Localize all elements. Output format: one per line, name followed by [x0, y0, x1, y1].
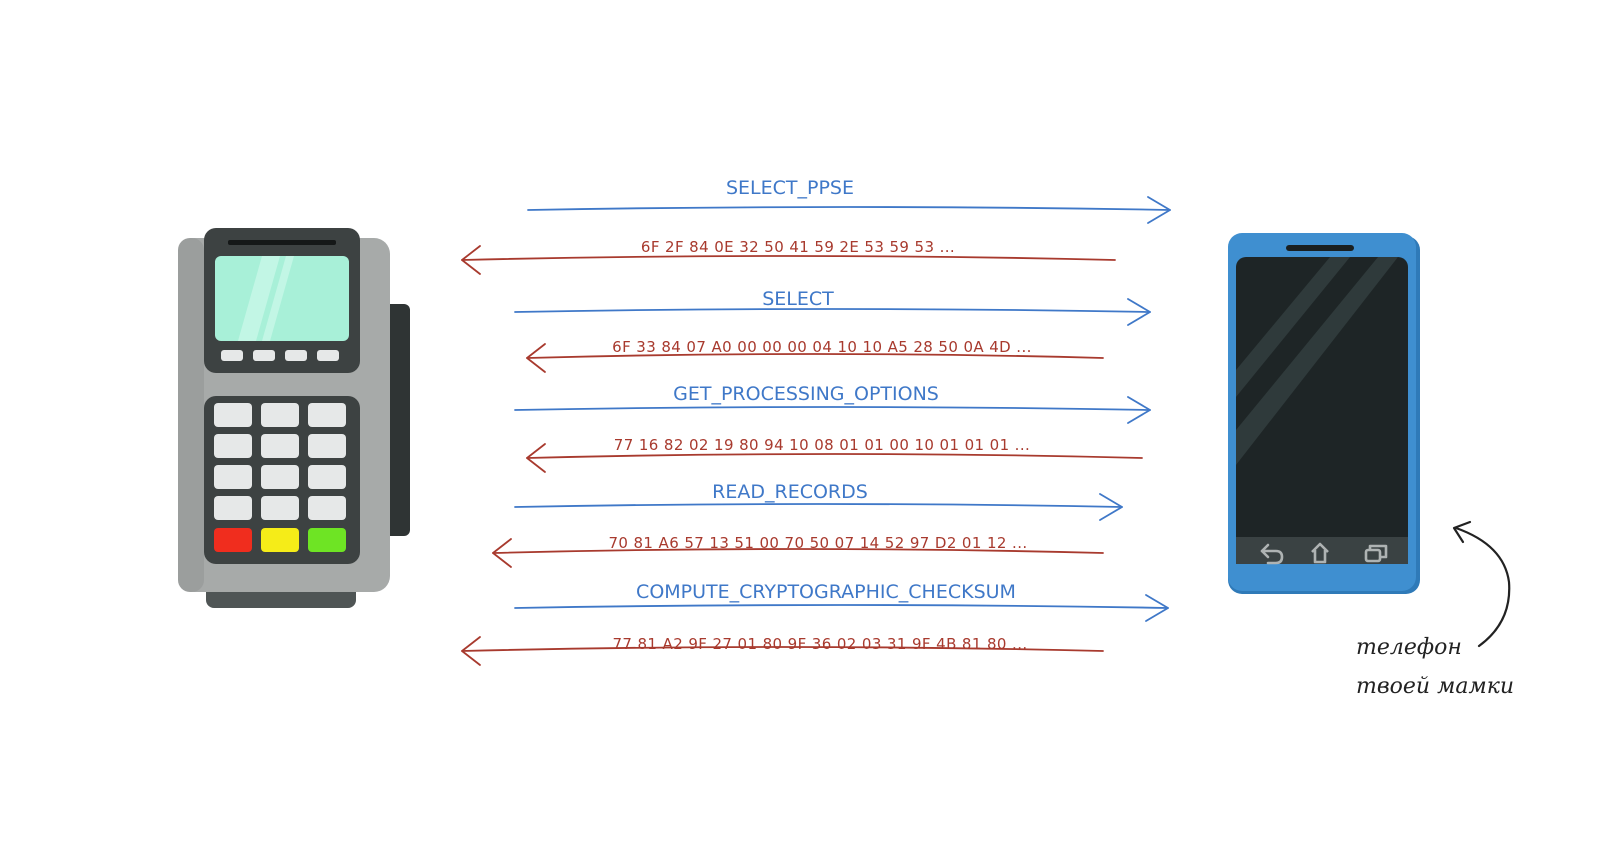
response-arrow-4	[492, 548, 1104, 554]
command-arrowhead-3	[1127, 396, 1151, 424]
response-label-1: 6F 2F 84 0E 32 50 41 59 2E 53 59 53 ...	[641, 238, 955, 256]
pos-terminal-icon	[178, 228, 410, 608]
command-arrow-3	[514, 406, 1151, 411]
response-arrowhead-5	[461, 636, 481, 666]
caption-line-1: телефон	[1356, 635, 1462, 660]
response-arrow-1	[461, 255, 1116, 261]
command-label-2: SELECT	[762, 288, 834, 310]
command-arrowhead-1	[1147, 196, 1171, 224]
exchange-arrows: SELECT_PPSE 6F 2F 84 0E 32 50 41 59 2E 53…	[461, 177, 1171, 666]
phone-caption: телефон твоей мамки	[1356, 520, 1514, 699]
command-arrow-4	[514, 503, 1123, 508]
response-arrowhead-2	[526, 343, 546, 373]
home-icon	[1311, 542, 1329, 564]
command-label-3: GET_PROCESSING_OPTIONS	[673, 383, 939, 405]
response-arrow-3	[526, 453, 1143, 459]
command-arrow-5	[514, 604, 1169, 609]
caption-pointer-arrow	[1454, 526, 1511, 648]
response-arrowhead-1	[461, 245, 481, 275]
command-arrowhead-4	[1099, 493, 1123, 521]
caption-pointer-arrowhead	[1452, 520, 1472, 544]
smartphone-icon	[1228, 233, 1420, 594]
cancel-key	[214, 528, 252, 552]
command-label-5: COMPUTE_CRYPTOGRAPHIC_CHECKSUM	[636, 581, 1016, 603]
response-arrowhead-4	[492, 538, 512, 568]
response-label-2: 6F 33 84 07 A0 00 00 00 04 10 10 A5 28 5…	[612, 338, 1032, 356]
response-label-4: 70 81 A6 57 13 51 00 70 50 07 14 52 97 D…	[608, 534, 1027, 552]
back-icon	[1260, 543, 1284, 565]
command-label-1: SELECT_PPSE	[726, 177, 854, 199]
command-arrowhead-2	[1127, 298, 1151, 326]
response-label-5: 77 81 A2 9F 27 01 80 9F 36 02 03 31 9F 4…	[612, 635, 1027, 653]
recent-apps-icon	[1364, 544, 1388, 563]
command-label-4: READ_RECORDS	[712, 481, 868, 503]
clear-key	[261, 528, 299, 552]
response-label-3: 77 16 82 02 19 80 94 10 08 01 01 00 10 0…	[614, 436, 1030, 454]
confirm-key	[308, 528, 346, 552]
command-arrow-2	[514, 308, 1151, 313]
response-arrow-5	[461, 646, 1104, 652]
response-arrowhead-3	[526, 443, 546, 473]
command-arrow-1	[527, 206, 1171, 211]
caption-line-2: твоей мамки	[1356, 674, 1514, 699]
response-arrow-2	[526, 353, 1104, 359]
command-arrowhead-5	[1145, 594, 1169, 622]
